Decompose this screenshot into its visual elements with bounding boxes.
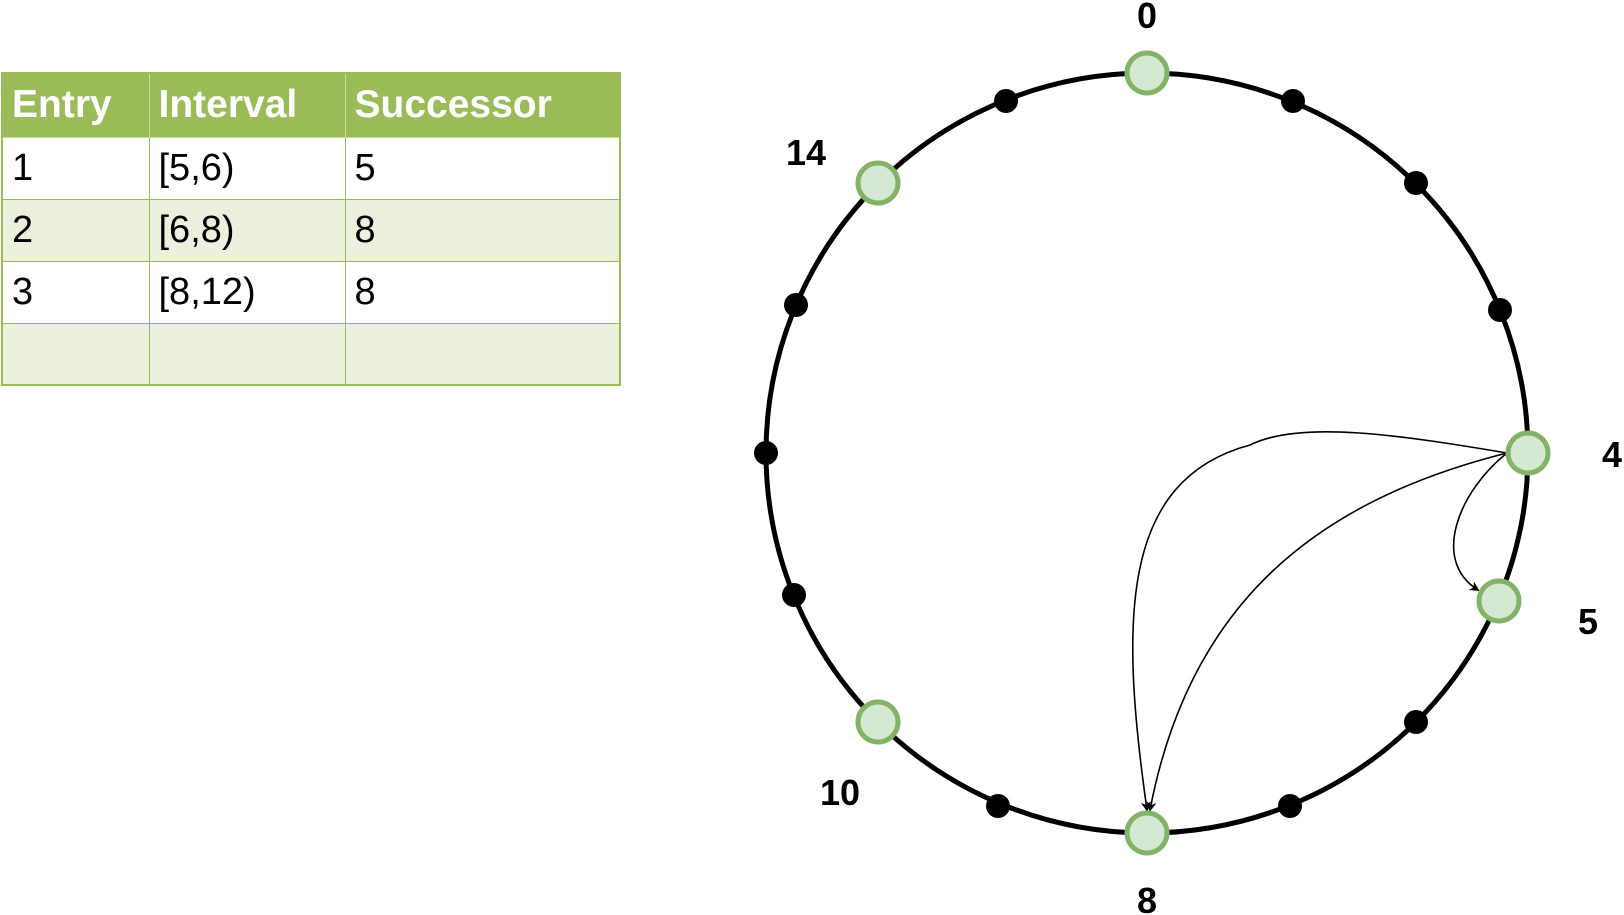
- header-interval: Interval: [148, 72, 346, 138]
- node-label-4: 4: [1602, 434, 1622, 475]
- table-row: [1, 322, 621, 386]
- cell-entry: 1: [1, 136, 150, 200]
- finger-arrow-4-to-8-outer: [1131, 431, 1508, 812]
- finger-arrow-4-to-8-inner: [1146, 452, 1508, 812]
- table-row: 1 [5,6) 5: [1, 136, 621, 200]
- cell-entry: 2: [1, 198, 150, 262]
- finger-table: Entry Interval Successor 1 [5,6) 5 2 [6,…: [1, 72, 621, 386]
- empty-position-dot: [1488, 298, 1512, 322]
- node-label-10: 10: [820, 772, 860, 813]
- node-10: [855, 699, 901, 745]
- node-8: [1124, 810, 1170, 856]
- empty-position-dot: [784, 293, 808, 317]
- cell-successor: 8: [344, 260, 621, 324]
- cell-entry: 3: [1, 260, 150, 324]
- cell-interval: [6,8): [148, 198, 346, 262]
- node-5: [1476, 578, 1522, 624]
- empty-position-dot: [754, 441, 778, 465]
- cell-entry: [1, 322, 150, 386]
- empty-position-dot: [986, 794, 1010, 818]
- node-4: [1505, 430, 1551, 476]
- active-nodes: [855, 50, 1551, 856]
- node-label-5: 5: [1578, 601, 1598, 642]
- node-labels: 0 4 5 8 10 14: [786, 0, 1622, 915]
- table-header-row: Entry Interval Successor: [1, 72, 621, 138]
- node-label-14: 14: [786, 132, 826, 173]
- cell-successor: 5: [344, 136, 621, 200]
- node-0: [1124, 50, 1170, 96]
- node-label-8: 8: [1137, 880, 1157, 915]
- empty-position-dot: [1404, 710, 1428, 734]
- empty-position-dot: [782, 583, 806, 607]
- finger-arrow-4-to-5: [1452, 452, 1508, 592]
- cell-successor: 8: [344, 198, 621, 262]
- cell-interval: [5,6): [148, 136, 346, 200]
- table-row: 3 [8,12) 8: [1, 260, 621, 324]
- cell-successor: [344, 322, 621, 386]
- empty-position-dot: [994, 89, 1018, 113]
- empty-position-dot: [1404, 171, 1428, 195]
- cell-interval: [8,12): [148, 260, 346, 324]
- empty-position-dot: [1281, 89, 1305, 113]
- empty-positions: [754, 89, 1512, 818]
- empty-position-dot: [1278, 794, 1302, 818]
- finger-arrows: [1131, 431, 1508, 812]
- table-row: 2 [6,8) 8: [1, 198, 621, 262]
- cell-interval: [148, 322, 346, 386]
- node-14: [855, 160, 901, 206]
- node-label-0: 0: [1137, 0, 1157, 36]
- header-successor: Successor: [344, 72, 621, 138]
